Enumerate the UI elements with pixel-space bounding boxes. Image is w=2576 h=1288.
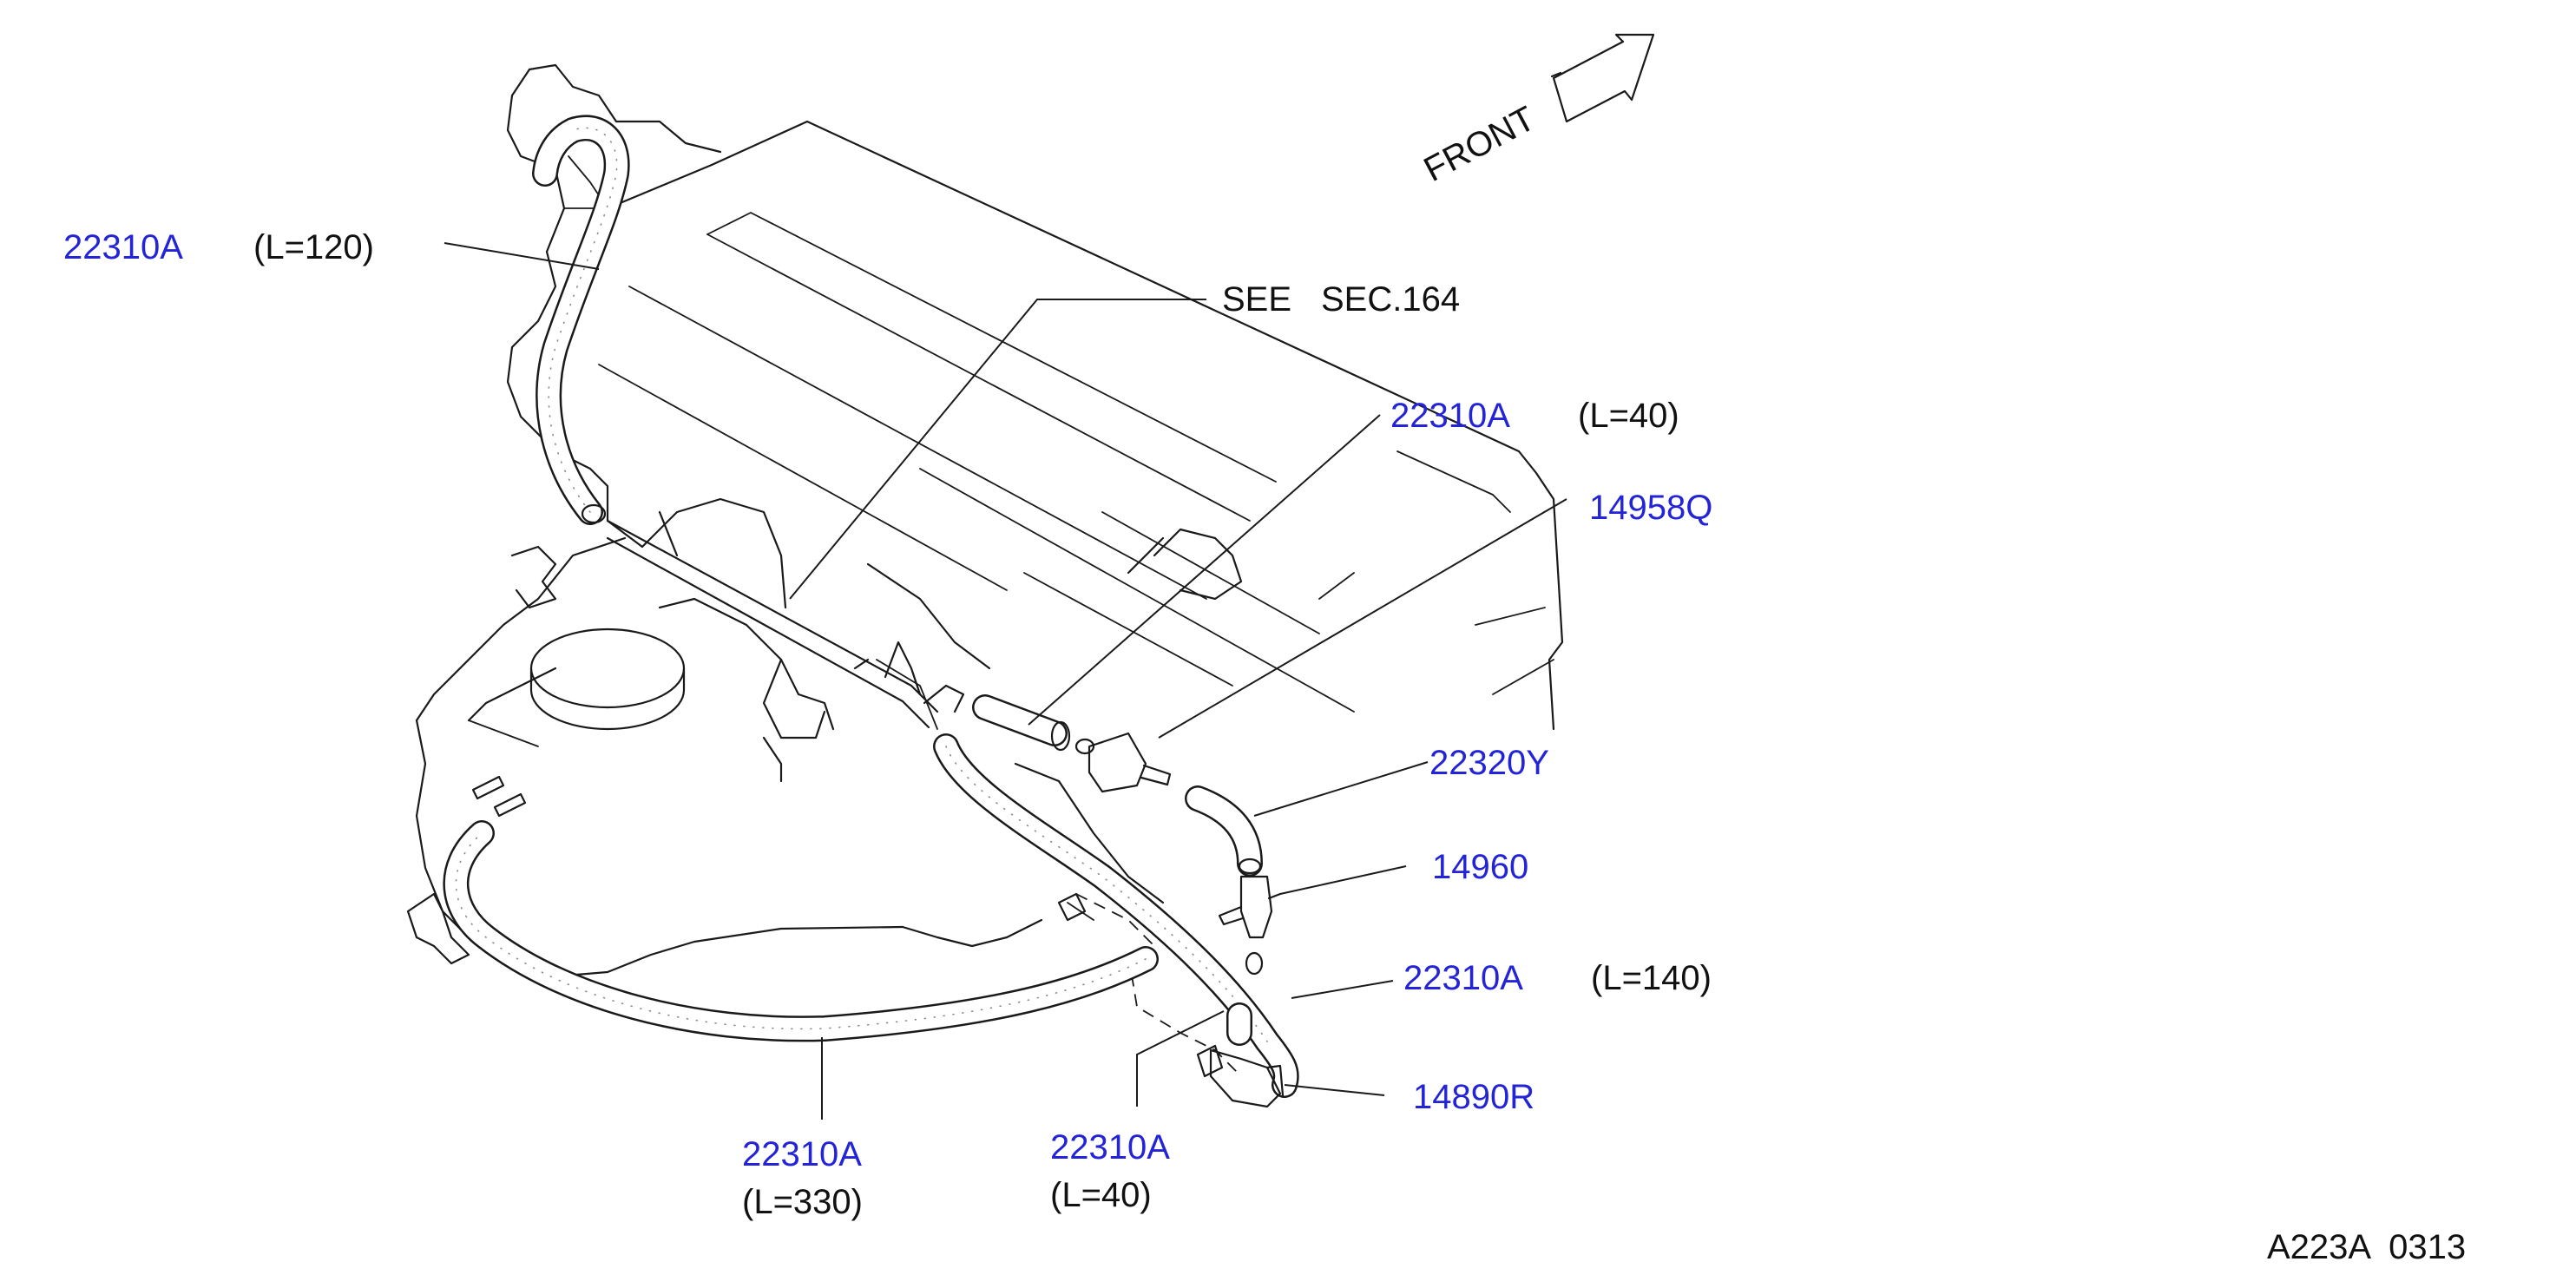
vacuum-valve-14958Q (1074, 732, 1172, 793)
callout-part-22310A-l140[interactable]: 22310A (1403, 959, 1523, 997)
connector-14960 (1218, 875, 1282, 976)
front-label: FRONT (1418, 99, 1541, 189)
callout-part-14890R[interactable]: 14890R (1413, 1078, 1534, 1116)
callout-part-22310A-l40-lower[interactable]: 22310A (1050, 1128, 1170, 1166)
leader-lines (444, 242, 1567, 1120)
callout-part-22310A-l330[interactable]: 22310A (742, 1135, 862, 1173)
callout-part-22320Y[interactable]: 22320Y (1429, 744, 1549, 782)
callout-length-l330: (L=330) (742, 1183, 863, 1221)
hose-l40-upper (972, 694, 1071, 752)
metal-pipe (606, 510, 965, 729)
callout-length-l140: (L=140) (1591, 959, 1712, 997)
callout-part-22310A-l40-upper[interactable]: 22310A (1390, 397, 1510, 435)
engine-drawing (406, 63, 1564, 1077)
see-reference-section: SEC.164 (1321, 280, 1460, 319)
callout-length-l120: (L=120) (253, 228, 374, 266)
callout-part-14960[interactable]: 14960 (1432, 848, 1528, 886)
callout-length-l40-upper: (L=40) (1578, 397, 1679, 435)
callout-length-l40-lower: (L=40) (1050, 1176, 1152, 1214)
drawing-code: A223A 0313 (2267, 1228, 2466, 1266)
hose-22320Y (1185, 785, 1263, 877)
front-arrow-icon (1550, 33, 1655, 123)
hose-l120 (532, 115, 630, 525)
see-reference-see: SEE (1222, 280, 1291, 319)
callout-part-22310A-l120[interactable]: 22310A (63, 228, 183, 266)
callout-part-14958Q[interactable]: 14958Q (1589, 489, 1712, 527)
valve-14890R (1196, 1044, 1285, 1108)
hose-l140 (933, 733, 1299, 1098)
hose-l330 (443, 820, 1159, 1042)
